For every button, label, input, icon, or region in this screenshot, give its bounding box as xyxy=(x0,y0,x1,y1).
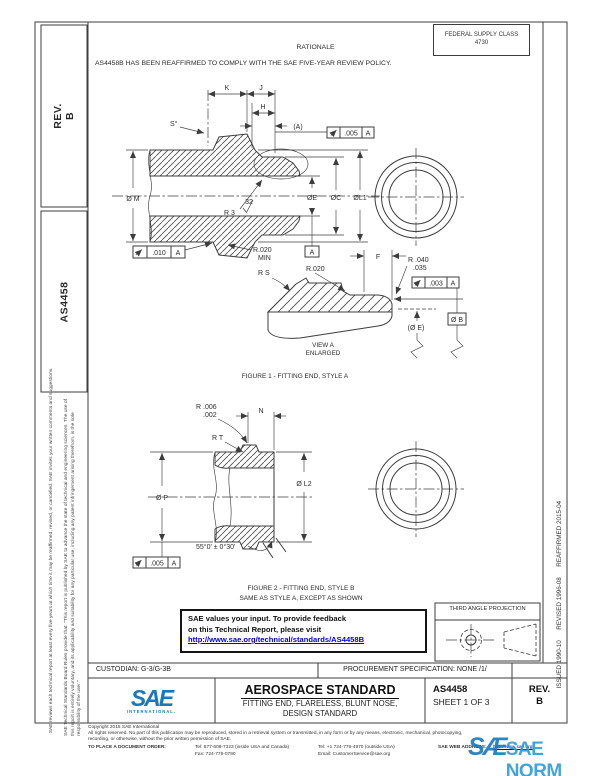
r020-min-line2: MIN xyxy=(258,255,271,262)
sidebar-disclaimer-1: SAE Technical Standards Board Rules prov… xyxy=(64,398,82,736)
dim-j-label: J xyxy=(259,85,263,92)
figure1-section xyxy=(112,133,380,259)
figure1-end-view xyxy=(368,148,464,246)
r020-label: R.020 xyxy=(306,266,325,273)
feedback-link[interactable]: http://www.sae.org/technical/standards/A… xyxy=(188,635,365,644)
dim-m-label: Ø M xyxy=(126,196,139,203)
dim-s-label: S° xyxy=(170,120,178,128)
fcf-view-datum: A xyxy=(451,281,456,288)
r040-line2: .035 xyxy=(413,265,427,272)
figure2-caption-line2: SAME AS STYLE A, EXCEPT AS SHOWN xyxy=(239,595,363,602)
figure1-dimensions: K J H (A) S° .005 A Ø M ØE ØC xyxy=(126,85,375,262)
fcf-bot-datum: A xyxy=(176,250,181,257)
email-line: Email: CustomerService@sae.org xyxy=(318,752,391,757)
web-address-label: SAE WEB ADDRESS: xyxy=(438,745,487,750)
projection-label: THIRD ANGLE PROJECTION xyxy=(449,606,526,612)
dim-e-ref-label: (Ø E) xyxy=(408,325,425,332)
fcf-bot-value: .010 xyxy=(152,250,166,257)
issued-revised-line: ISSUED 1990-10 REVISED 1996-08 REAFFIRME… xyxy=(556,500,563,689)
rev-box-label: REV. xyxy=(51,103,64,129)
fcf2-value: .005 xyxy=(150,561,164,568)
dim-f-label: F xyxy=(376,254,380,261)
sheet-borders xyxy=(34,21,568,724)
rev-cell: REV. B xyxy=(528,684,551,707)
rs-label: R S xyxy=(258,270,270,277)
custodian-cell: CUSTODIAN: G-3/G-3B xyxy=(96,666,171,673)
watermark-text: SAE NORM xyxy=(505,739,563,776)
dim-e-label: ØE xyxy=(307,195,317,202)
figure2-end-view xyxy=(368,441,464,537)
web-address-link[interactable]: http://www.sae.org xyxy=(493,745,533,750)
doc-number-cell: AS4458 xyxy=(433,684,468,695)
title-block-grid xyxy=(88,662,567,723)
federal-supply-class-box: FEDERAL SUPPLY CLASS 4730 xyxy=(433,24,530,56)
figure1-view-a: F R .040 .035 .003 A Ø B (Ø E) R S R.020 xyxy=(258,250,467,359)
third-angle-projection-box xyxy=(434,602,541,662)
watermark-logo: SÆ xyxy=(468,733,508,761)
sae-logo-text: SAE xyxy=(130,685,174,711)
r006-line2: .002 xyxy=(203,412,217,419)
copyright-line: Copyright 2015 SAE International xyxy=(88,725,160,730)
view-a-caption: VIEW A ENLARGED xyxy=(305,342,341,357)
rights-line2: recording, or otherwise, without the pri… xyxy=(88,737,232,742)
dim-c-label: ØC xyxy=(331,195,342,202)
dim-b-label: Ø B xyxy=(451,317,463,324)
doc-number-box: AS4458 xyxy=(41,211,87,392)
tel-outside: Tel: +1 724-776-4970 (outside USA) xyxy=(318,745,395,750)
doc-number-vertical: AS4458 xyxy=(57,281,70,322)
finish-32-label: 32 xyxy=(245,199,253,206)
r020-min-line1: R.020 xyxy=(253,247,272,254)
rationale-title: RATIONALE xyxy=(296,44,335,51)
dim-k-label: K xyxy=(225,85,230,92)
r3-label: R 3 xyxy=(224,210,235,217)
r040-line1: R .040 xyxy=(408,257,429,264)
rights-line1: All rights reserved. No part of this pub… xyxy=(88,731,463,736)
dim-l1-label: ØL1 xyxy=(353,195,366,202)
fsc-value: 4730 xyxy=(474,40,489,46)
figure2-dimensions: R .006 .002 R T N Ø L2 Ø P .005 A 55°0' … xyxy=(132,404,312,569)
dim-l2-label: Ø L2 xyxy=(296,481,311,488)
aerospace-standard-heading: AEROSPACE STANDARD xyxy=(240,683,400,699)
dim-p-label: Ø P xyxy=(156,495,168,502)
figure2-caption-line1: FIGURE 2 - FITTING END, STYLE B xyxy=(247,585,355,592)
fcf-top-value: .005 xyxy=(344,131,358,138)
feedback-line1: SAE values your input. To provide feedba… xyxy=(188,614,347,623)
rt-label: R T xyxy=(212,435,224,442)
feedback-line2: on this Technical Report, please visit xyxy=(188,624,322,634)
feedback-box: SAE values your input. To provide feedba… xyxy=(180,609,427,653)
sheet-cell: SHEET 1 OF 3 xyxy=(433,697,490,707)
fsc-label: FEDERAL SUPPLY CLASS xyxy=(444,32,519,38)
standard-type-cell: AEROSPACE STANDARD xyxy=(215,681,425,699)
document-title: FITTING END, FLARELESS, BLUNT NOSE, DESI… xyxy=(242,699,398,718)
tel-inside: Tel: 877-606-7323 (inside USA and Canada… xyxy=(195,745,290,750)
dim-a-ref-label: (A) xyxy=(293,124,302,131)
procurement-cell: PROCUREMENT SPECIFICATION: NONE /1/ xyxy=(343,666,487,673)
order-label: TO PLACE A DOCUMENT ORDER: xyxy=(88,745,166,750)
sae-norm-watermark: SÆ SAE NORM INTERNATIONAL. MEMBER xyxy=(468,733,600,776)
sidebar-disclaimer-2: SAE reviews each technical report at lea… xyxy=(48,367,54,734)
fcf2-datum: A xyxy=(172,561,177,568)
figure2-section xyxy=(148,444,312,559)
fax-line: Fax: 724-776-0790 xyxy=(195,752,236,757)
dim-h-label: H xyxy=(260,104,265,111)
angle-55-label: 55°0' ± 0°30' xyxy=(196,543,235,551)
rev-box: REV. B xyxy=(41,25,87,207)
figure1-caption: FIGURE 1 - FITTING END, STYLE A xyxy=(241,373,349,380)
sae-logo-subtext: INTERNATIONAL. xyxy=(126,709,177,714)
dim-n-label: N xyxy=(258,408,263,415)
fcf-view-value: .003 xyxy=(429,281,443,288)
rev-box-value: B xyxy=(63,111,76,121)
sae-logo: SAE INTERNATIONAL. xyxy=(88,678,215,723)
r006-line1: R .006 xyxy=(196,404,217,411)
fcf-top-datum: A xyxy=(366,131,371,138)
datum-a-flag: A xyxy=(310,250,315,257)
rationale-body: AS4458B HAS BEEN REAFFIRMED TO COMPLY WI… xyxy=(95,60,392,67)
